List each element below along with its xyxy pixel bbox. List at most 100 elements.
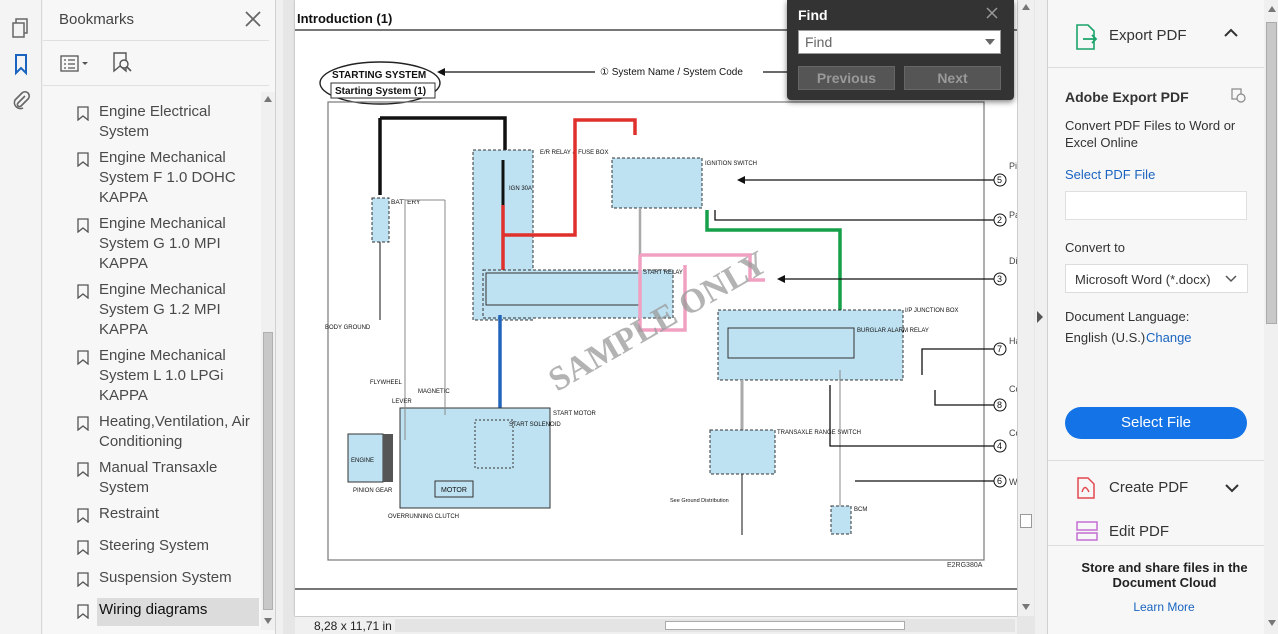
export-pdf-header[interactable]: Export PDF: [1048, 0, 1264, 68]
horizontal-scrollbar[interactable]: [395, 619, 1015, 632]
transaxle-switch-label: TRANSAXLE RANGE SWITCH: [777, 430, 861, 436]
close-icon[interactable]: [985, 6, 999, 20]
promo-text: Store and share files in the Document Cl…: [1081, 560, 1248, 590]
create-pdf-icon: [1077, 477, 1095, 499]
account-icon[interactable]: [1230, 87, 1246, 103]
bookmark-flag-icon: [77, 604, 89, 619]
callout-text: Di Fr Co Co: [1009, 256, 1017, 266]
battery-label: BATTERY: [391, 199, 421, 206]
callout-text: W: [1009, 477, 1017, 487]
footer-rule: [295, 588, 1017, 590]
start-solenoid-label: START SOLENOID: [509, 422, 561, 428]
select-pdf-file-link[interactable]: Select PDF File: [1065, 167, 1156, 182]
ground-distribution-label: See Ground Distribution: [670, 498, 729, 504]
divider: [1048, 460, 1264, 461]
document-area: Introduction (1) STARTING SYSTEM Startin…: [283, 0, 1035, 634]
chevron-down-icon[interactable]: [985, 39, 995, 45]
bookmark-flag-icon: [77, 462, 89, 477]
learn-more-link[interactable]: Learn More: [1133, 600, 1195, 614]
attachment-icon[interactable]: [9, 89, 33, 113]
status-bar: 8,28 x 11,71 in: [295, 616, 1017, 634]
language-value: English (U.S.): [1065, 330, 1146, 345]
svg-text:4: 4: [997, 441, 1002, 451]
svg-text:5: 5: [997, 175, 1002, 185]
system-sub: Starting System (1): [335, 86, 426, 97]
convert-to-label: Convert to: [1065, 240, 1125, 255]
export-pdf-icon: [1076, 24, 1098, 50]
export-pdf-title: Export PDF: [1109, 27, 1187, 44]
scroll-up-icon[interactable]: [264, 96, 272, 102]
pdf-page: Introduction (1) STARTING SYSTEM Startin…: [295, 0, 1017, 616]
find-input-box: [798, 30, 1001, 54]
bookmark-flag-icon: [77, 540, 89, 555]
create-pdf-tool[interactable]: Create PDF: [1109, 479, 1189, 496]
options-menu-icon[interactable]: [60, 55, 92, 73]
previous-button[interactable]: Previous: [798, 66, 895, 90]
selected-file-box[interactable]: [1065, 191, 1247, 220]
lever-label: LEVER: [392, 399, 412, 405]
chevron-down-icon[interactable]: [1225, 483, 1239, 493]
svg-text:6: 6: [997, 476, 1002, 486]
bookmarks-panel: Bookmarks Engine Electrical System Engin…: [43, 0, 276, 634]
callout-text: Co Te Nu: [1009, 428, 1017, 438]
edit-pdf-tool[interactable]: Edit PDF: [1109, 523, 1170, 540]
language-label: Document Language:: [1065, 309, 1190, 324]
tool-strip: [0, 0, 42, 634]
callout-text: Pa Co: [1009, 210, 1017, 220]
scroll-up-icon[interactable]: [1022, 4, 1030, 10]
flywheel-label: FLYWHEEL: [370, 380, 403, 386]
convert-to-select[interactable]: Microsoft Word (*.docx): [1065, 264, 1248, 293]
bookmark-flag-icon: [77, 284, 89, 299]
wiring-diagram: STARTING SYSTEM Starting System (1) ① Sy…: [319, 61, 1017, 569]
document-scrollbar[interactable]: [1018, 0, 1034, 616]
find-input[interactable]: [799, 31, 979, 53]
scroll-down-icon[interactable]: [264, 618, 272, 624]
section-description: Convert PDF Files to Word or Excel Onlin…: [1065, 118, 1236, 150]
bookmarks-scrollbar[interactable]: [261, 92, 275, 630]
callout-text: Pi fo Lo: [1009, 161, 1017, 171]
find-bookmark-icon[interactable]: [111, 51, 133, 75]
ignition-switch-label: IGNITION SWITCH: [705, 161, 757, 167]
chevron-down-icon: [1225, 275, 1237, 283]
bookmarks-title: Bookmarks: [59, 11, 135, 28]
scrollbar-thumb[interactable]: [1020, 514, 1032, 528]
scrollbar-thumb[interactable]: [263, 332, 273, 610]
tools-scrollbar[interactable]: [1264, 0, 1278, 634]
engine-label: ENGINE: [351, 458, 374, 464]
diagram-code: E2RG380A: [947, 562, 983, 569]
selection-highlight: [97, 598, 259, 626]
page-heading: Introduction (1): [297, 11, 393, 26]
start-motor-label: START MOTOR: [553, 411, 597, 417]
callout-numbers: 5 2 3 7 8 4 6: [993, 173, 1007, 488]
find-title: Find: [798, 7, 828, 23]
overrunning-label: OVERRUNNING CLUTCH: [388, 514, 459, 520]
pinion-label: PINION GEAR: [353, 488, 393, 494]
scroll-up-icon[interactable]: [1268, 6, 1276, 12]
chevron-up-icon[interactable]: [1224, 28, 1238, 38]
scroll-down-icon[interactable]: [1022, 604, 1030, 610]
svg-text:8: 8: [997, 400, 1002, 410]
select-file-button[interactable]: Select File: [1065, 407, 1247, 439]
scrollbar-thumb[interactable]: [665, 621, 905, 630]
svg-text:3: 3: [997, 274, 1002, 284]
tools-panel: Export PDF Adobe Export PDF Convert PDF …: [1047, 0, 1278, 634]
body-ground-label: BODY GROUND: [325, 325, 371, 331]
scroll-down-icon[interactable]: [1268, 620, 1276, 626]
svg-text:2: 2: [997, 215, 1002, 225]
ign-fuse-label: IGN 30A: [509, 186, 532, 192]
page-size: 8,28 x 11,71 in: [314, 619, 392, 633]
collapse-right-icon[interactable]: [1035, 309, 1045, 325]
pages-icon[interactable]: [9, 16, 33, 40]
scrollbar-thumb[interactable]: [1266, 22, 1277, 324]
bookmark-flag-icon: [77, 106, 89, 121]
close-icon[interactable]: [243, 9, 263, 29]
bookmark-panel-icon[interactable]: [9, 52, 33, 76]
svg-text:7: 7: [997, 344, 1002, 354]
find-dialog: Find Previous Next: [787, 0, 1014, 100]
change-language-link[interactable]: Change: [1146, 330, 1192, 345]
legend-system-code: ① System Name / System Code: [600, 67, 743, 78]
magnetic-label: MAGNETIC: [418, 389, 450, 395]
ip-box-label: I/P JUNCTION BOX: [905, 308, 959, 314]
next-button[interactable]: Next: [904, 66, 1001, 90]
start-relay-label: START RELAY: [643, 270, 683, 276]
